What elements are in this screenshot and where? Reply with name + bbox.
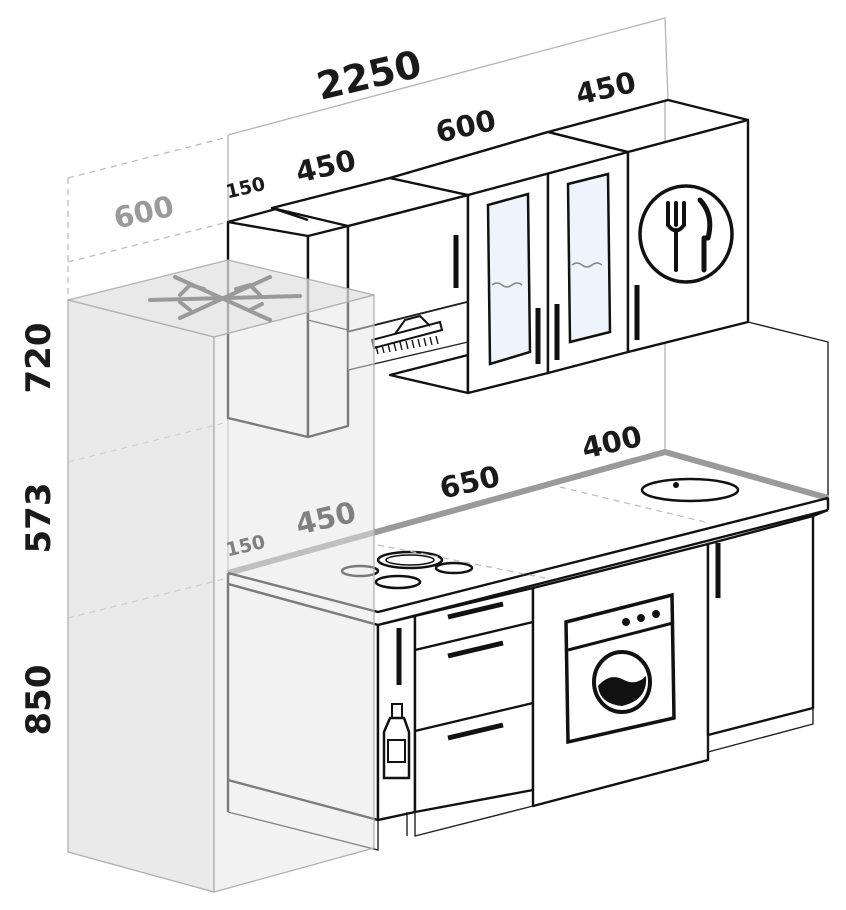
- glass-panel-left: [486, 192, 532, 366]
- bottle-icon: [382, 703, 411, 780]
- glass-panel-right: [566, 172, 612, 344]
- back-wall: [747, 321, 829, 500]
- snowflake-icon: [148, 275, 302, 322]
- dim-upper-hood: 450: [292, 143, 359, 190]
- dim-total-width: 2250: [313, 42, 426, 109]
- washing-machine-icon: [531, 542, 710, 808]
- dim-fridge-depth: 600: [110, 189, 177, 236]
- fridge: [67, 259, 375, 893]
- dim-upper-glass: 600: [432, 103, 499, 150]
- cutlery-icon: [638, 184, 734, 284]
- dim-upper-gap: 150: [224, 173, 268, 203]
- dim-upper-right: 450: [572, 65, 639, 112]
- dim-height-lower: 850: [19, 665, 59, 736]
- dim-height-upper: 720: [19, 323, 59, 394]
- dim-height-middle: 573: [19, 483, 59, 554]
